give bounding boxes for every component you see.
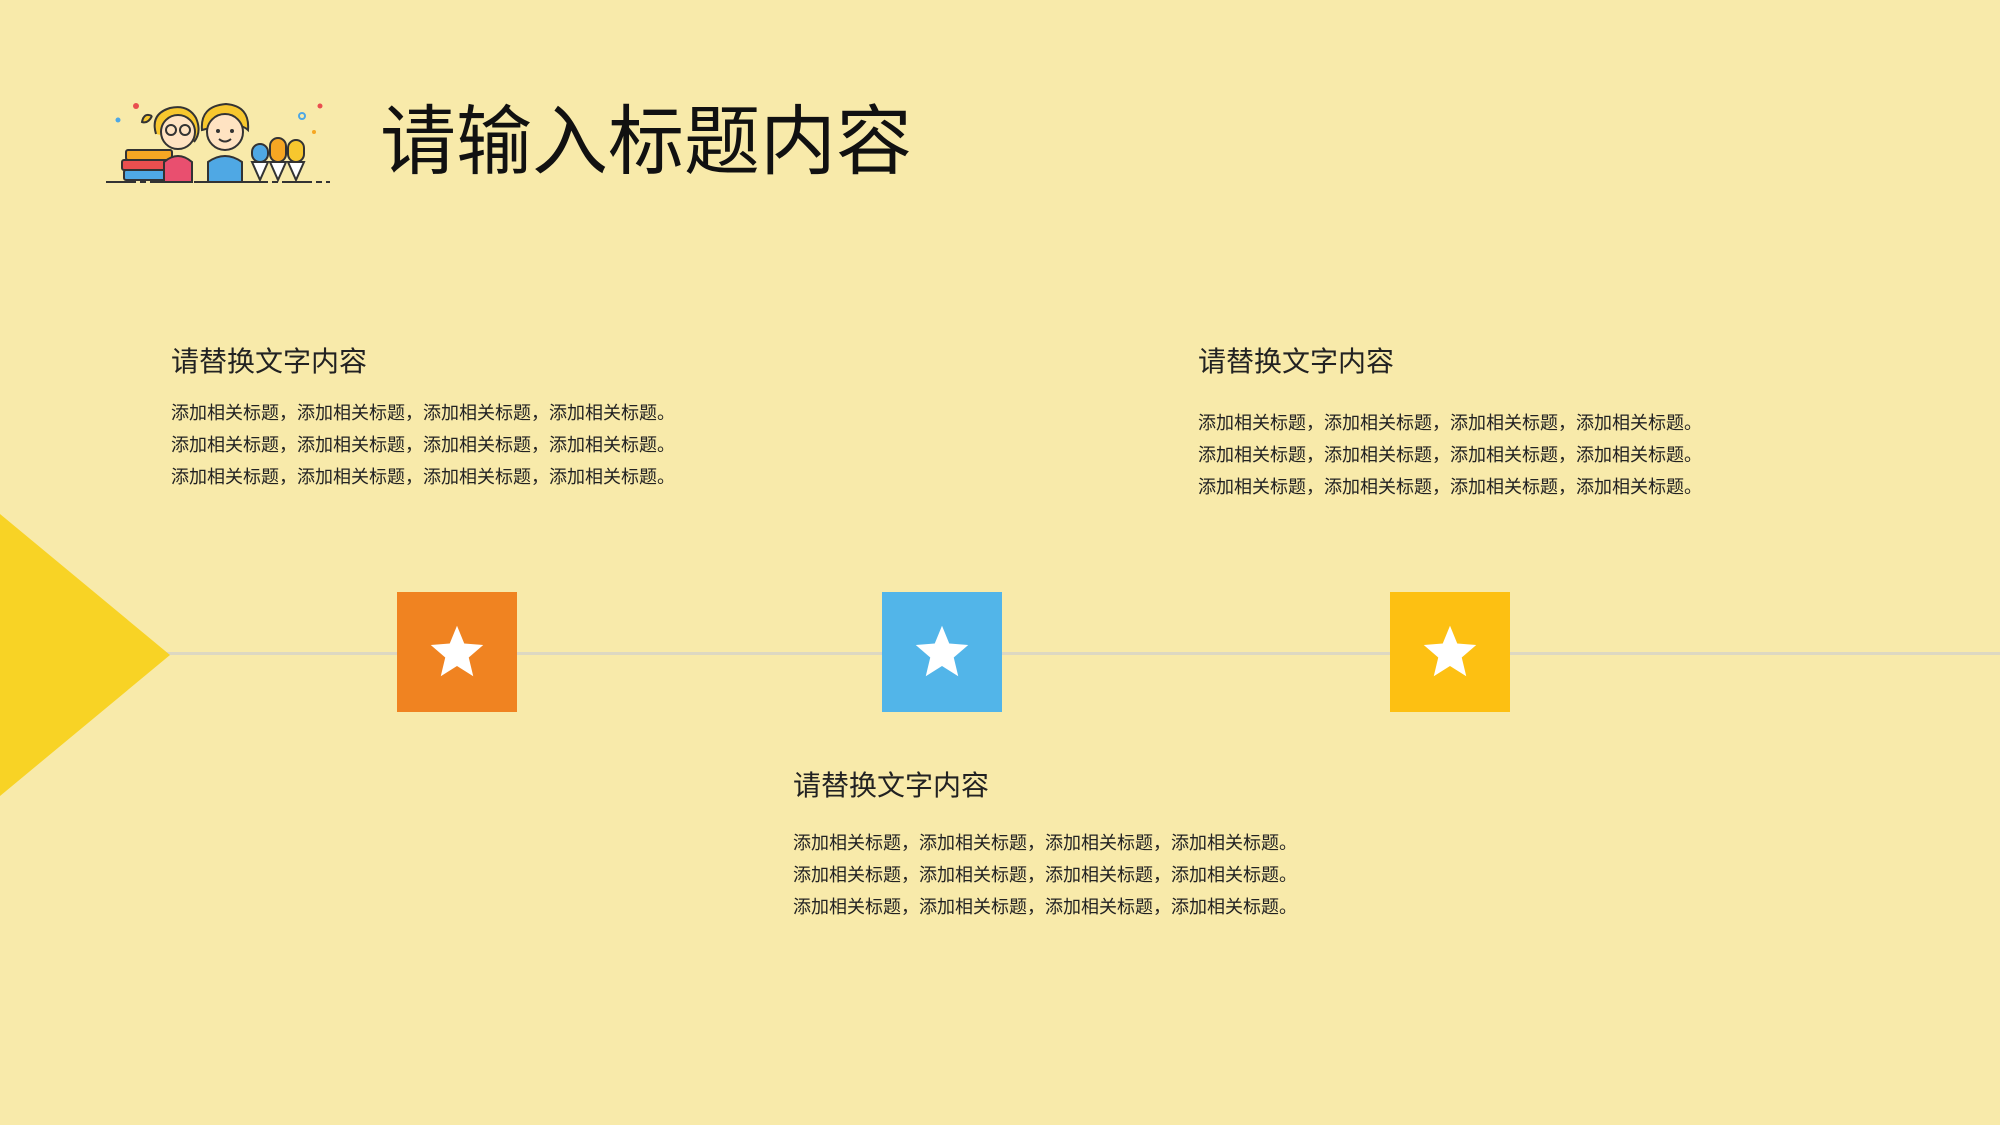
block-line: 添加相关标题，添加相关标题，添加相关标题，添加相关标题。: [793, 865, 1297, 886]
timeline-line: [166, 652, 2000, 655]
block-heading: 请替换文字内容: [1198, 345, 1395, 378]
star-icon: [1423, 625, 1477, 677]
timeline-node-2: [882, 592, 1002, 712]
block-line: 添加相关标题，添加相关标题，添加相关标题，添加相关标题。: [171, 467, 675, 488]
block-line: 添加相关标题，添加相关标题，添加相关标题，添加相关标题。: [171, 403, 675, 424]
block-heading: 请替换文字内容: [171, 345, 368, 378]
block-heading: 请替换文字内容: [793, 769, 990, 802]
block-line: 添加相关标题，添加相关标题，添加相关标题，添加相关标题。: [1198, 413, 1702, 434]
kids-illustration-icon: [106, 92, 330, 184]
block-line: 添加相关标题，添加相关标题，添加相关标题，添加相关标题。: [793, 897, 1297, 918]
timeline-node-1: [397, 592, 517, 712]
star-icon: [915, 625, 969, 677]
star-icon: [430, 625, 484, 677]
text-block-2: 请替换文字内容 添加相关标题，添加相关标题，添加相关标题，添加相关标题。 添加相…: [793, 766, 1297, 924]
text-block-3: 请替换文字内容 添加相关标题，添加相关标题，添加相关标题，添加相关标题。 添加相…: [1198, 342, 1702, 504]
triangle-arrow-icon: [0, 514, 170, 796]
timeline-node-3: [1390, 592, 1510, 712]
block-line: 添加相关标题，添加相关标题，添加相关标题，添加相关标题。: [1198, 445, 1702, 466]
text-block-1: 请替换文字内容 添加相关标题，添加相关标题，添加相关标题，添加相关标题。 添加相…: [171, 342, 675, 494]
block-line: 添加相关标题，添加相关标题，添加相关标题，添加相关标题。: [1198, 477, 1702, 498]
block-line: 添加相关标题，添加相关标题，添加相关标题，添加相关标题。: [171, 435, 675, 456]
page-title: 请输入标题内容: [380, 97, 912, 186]
block-line: 添加相关标题，添加相关标题，添加相关标题，添加相关标题。: [793, 833, 1297, 854]
